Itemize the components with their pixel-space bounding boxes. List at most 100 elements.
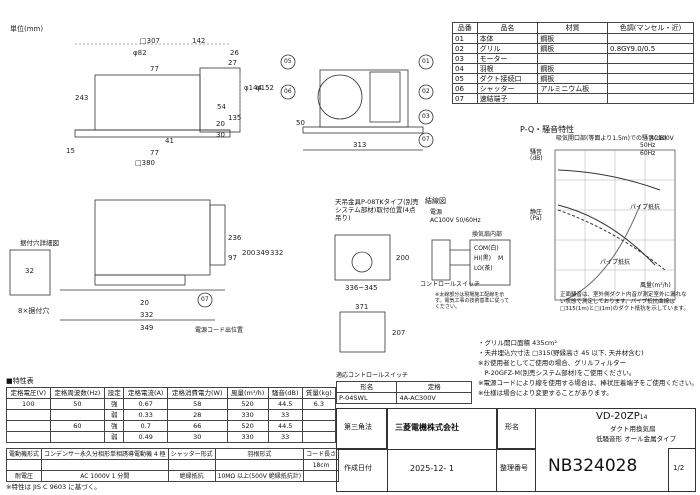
pipe-resistance-curve [564,204,641,301]
page-number: 1/2 [673,464,685,472]
doc-label: 整理番号 [500,464,528,472]
wiring-power: 電源 [430,209,443,216]
body-outline-side [319,69,409,128]
wiring-hi: HI(黒) [474,255,491,262]
spec-title: ■特性表 [6,377,34,385]
dim-332b: 332 [140,311,154,319]
hole-count: 8×据付穴 [18,307,50,315]
parts-header-no: 品番 [452,22,478,34]
pq-ylabel-pressure: 静圧(Pa) [530,209,543,222]
callout-01: 01 [422,58,430,65]
wiring-voltage: AC100V 50/60Hz [430,217,481,224]
model-desc-2: 低騒音形 オール金属タイプ [596,435,677,443]
parts-header-name: 品名 [476,22,539,34]
pq-curve-50hz [557,204,656,266]
dim-27: 27 [228,59,237,67]
note-4: ※電源コードにより線を使用する場合は、棒状圧着端子をご使用ください。 [478,379,698,387]
hanger-title: 天吊金具P-08TKタイプ(別売システム部材)取付位置(4点吊り) [335,198,419,222]
dim-371: 371 [355,303,369,311]
angle-label: 第三角法 [344,423,372,431]
dim-313: 313 [353,141,367,149]
dim-380: □380 [135,159,155,167]
dim-77a: 77 [150,65,159,73]
wiring-lo: LO(茶) [474,265,493,272]
dim-20: 20 [216,120,225,128]
dim-50: 50 [296,119,305,127]
note-2: ※お使用者としてご使用の場合、グリルフィルター [478,359,627,367]
dim-307: □307 [140,37,160,45]
dim-15: 15 [66,147,75,155]
dim-236: 236 [228,234,242,242]
unit-label: 単位(mm) [10,25,44,33]
callout-06: 06 [284,88,292,95]
dim-349a: 349 [256,249,270,257]
callout-02: 02 [422,88,430,95]
pq-curve-label-2: パイプ抵抗 [600,259,631,266]
dim-54: 54 [217,103,226,111]
dim-20b: 20 [140,299,149,307]
spec-extra-table: 電動機形式コンデンサー永久分相形単相誘導電動機 4 極シャッター形式羽根形式コー… [5,448,340,482]
dim-200b: 200 [396,254,410,262]
dim-82: φ82 [133,49,147,57]
pq-note-top: 吸気開口部(等面より1.5m)での騒音(dB) [556,135,667,142]
dim-336-345: 336~345 [345,284,378,292]
model-name: VD-20ZP14 [596,411,648,422]
note-1: ・天井埋込穴寸法 □315(野縁高さ 45 以下, 天井材含む) [478,349,644,357]
pq-legend-60: 60Hz [640,150,656,157]
wiring-title: 結線図 [425,197,446,205]
pq-ylabel-noise: 騒音(dB) [530,149,543,162]
dim-152: φ152 [256,84,274,92]
body-outline-front [94,74,201,131]
wiring-note: ※太線部分は現場施工配線を示す。電気工事の技術基準に従ってください。 [435,292,510,310]
switch-table-title: 適応コントロールスイッチ [336,372,409,379]
date-label: 作成日付 [344,464,372,472]
parts-header-material: 材質 [537,22,609,34]
model-desc-1: ダクト用換気扇 [610,425,656,433]
dim-142: 142 [192,37,206,45]
spec-note: ※特性は JIS C 9603 に基づく。 [6,483,101,491]
dim-41: 41 [165,137,174,145]
dim-207: 207 [392,329,406,337]
noise-curve [557,169,661,191]
spec-table: 定格電圧(V)定格周波数(Hz)設定定格電流(A) 定格消費電力(W)風量(m³… [6,387,337,443]
wiring-internal: 換気扇内部 [472,231,503,238]
dim-332a: 332 [270,249,284,257]
pq-voltage: AC100V [650,135,674,142]
doc-number: NB324028 [548,456,638,476]
dim-144: φ144 [244,84,262,92]
dim-30: 30 [216,131,225,139]
pq-curve-label-1: パイプ抵抗 [630,204,661,211]
callout-07-side: 07 [422,136,430,143]
grill-front [74,129,231,138]
note-5: ※仕様は場合により変更することがあります。 [478,389,613,397]
wiring-switch: コントロールスイッチ [420,281,481,288]
pq-xlabel: 風量(m³/h) [640,282,671,289]
callout-03: 03 [422,113,430,120]
dim-349b: 349 [140,324,154,332]
fan-outline-side [317,74,363,120]
date-value: 2025-12- 1 [410,464,454,473]
callout-07: 07 [201,296,209,303]
pq-note-bottom: 正面騒音は、室外側ダクト内音が測定室外に漏れない状態で測定しております。パイプ抵… [560,292,689,312]
mount-outline [339,311,386,353]
dim-32: 32 [25,267,34,275]
parts-header-color: 色調(マンセル・近) [607,22,694,34]
dim-200a: 200 [242,249,256,257]
note-0: ・グリル開口面積 435cm² [478,339,557,347]
